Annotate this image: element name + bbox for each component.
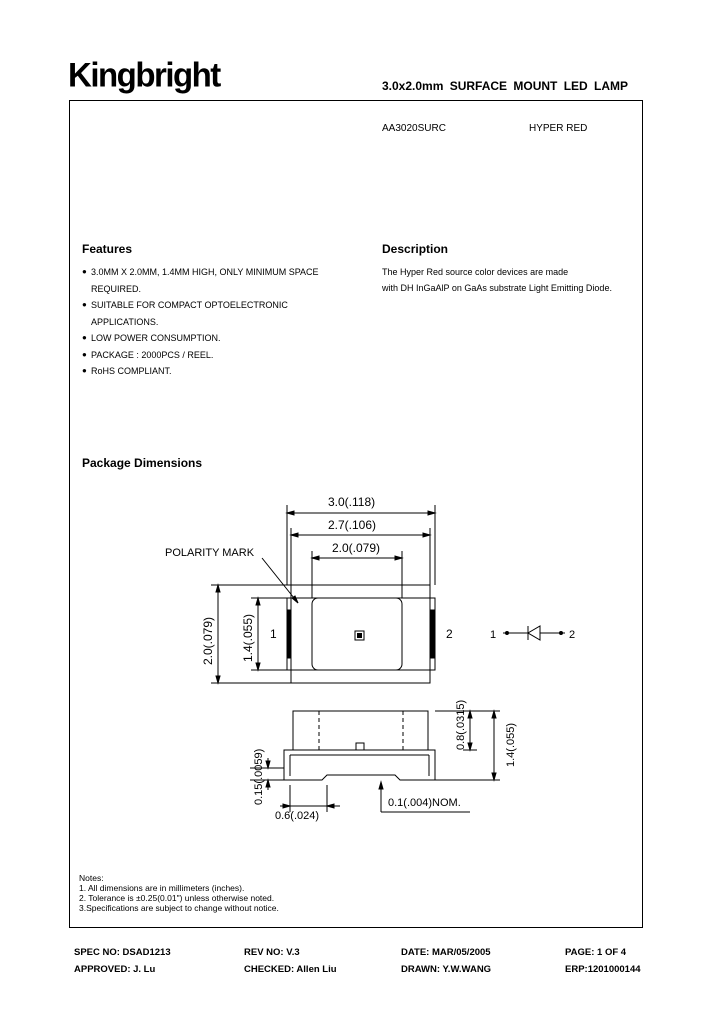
dim-label-side-lens: 0.8(.0315) bbox=[455, 700, 467, 750]
erp-number: ERP:1201000144 bbox=[565, 964, 641, 975]
dim-label-lens-height: 1.4(.055) bbox=[241, 614, 255, 662]
list-item: ●RoHS COMPLIANT. bbox=[82, 363, 352, 380]
spec-no: SPEC NO: DSAD1213 bbox=[74, 947, 171, 958]
document-title: 3.0x2.0mm SURFACE MOUNT LED LAMP bbox=[382, 79, 629, 93]
notes-block: Notes: 1. All dimensions are in millimet… bbox=[79, 873, 379, 913]
date: DATE: MAR/05/2005 bbox=[401, 947, 491, 958]
notes-title: Notes: bbox=[79, 873, 104, 883]
dim-label-side-nom: 0.1(.004)NOM. bbox=[388, 797, 461, 809]
led-base-side bbox=[283, 749, 436, 781]
pin-2-label: 2 bbox=[446, 627, 453, 641]
features-heading: Features bbox=[82, 242, 133, 256]
brand-logo: Kingbright bbox=[68, 55, 221, 94]
content-frame bbox=[69, 100, 643, 928]
bullet-icon: ● bbox=[82, 267, 87, 276]
description-line: The Hyper Red source color devices are m… bbox=[382, 267, 569, 277]
dim-label-height: 2.0(.079) bbox=[201, 617, 215, 665]
list-item: ●LOW POWER CONSUMPTION. bbox=[82, 330, 352, 347]
dim-label-side-total: 1.4(.055) bbox=[505, 723, 517, 767]
description-line: with DH InGaAlP on GaAs substrate Light … bbox=[382, 283, 612, 293]
note-item: 1. All dimensions are in millimeters (in… bbox=[79, 883, 245, 893]
bullet-icon: ● bbox=[82, 349, 87, 359]
note-item: 2. Tolerance is ±0.25(0.01") unless othe… bbox=[79, 893, 275, 903]
part-number: AA3020SURC bbox=[382, 123, 446, 134]
bullet-icon: ● bbox=[82, 300, 87, 309]
polarity-leader bbox=[261, 557, 299, 604]
symbol-pin-1-label: 1 bbox=[490, 629, 496, 641]
drawn-by: DRAWN: Y.W.WANG bbox=[401, 964, 492, 975]
dim-label-side-lead: 0.15(.0059) bbox=[253, 749, 265, 805]
led-body-side bbox=[292, 710, 429, 751]
dim-label-side-pad: 0.6(.024) bbox=[275, 810, 319, 822]
part-color: HYPER RED bbox=[529, 123, 588, 134]
list-item: ●PACKAGE : 2000PCS / REEL. bbox=[82, 347, 352, 364]
features-list: ●3.0MM X 2.0MM, 1.4MM HIGH, ONLY MINIMUM… bbox=[82, 264, 352, 380]
description-text: The Hyper Red source color devices are m… bbox=[382, 264, 642, 296]
led-chip bbox=[354, 630, 365, 641]
list-item: ●SUITABLE FOR COMPACT OPTOELECTRONIC APP… bbox=[82, 297, 352, 330]
dim-label-total-width: 3.0(.118) bbox=[328, 495, 375, 509]
bullet-icon: ● bbox=[82, 366, 87, 375]
approved-by: APPROVED: J. Lu bbox=[74, 964, 156, 975]
list-item: ●3.0MM X 2.0MM, 1.4MM HIGH, ONLY MINIMUM… bbox=[82, 264, 352, 297]
page-number: PAGE: 1 OF 4 bbox=[565, 947, 627, 958]
polarity-label: POLARITY MARK bbox=[165, 547, 255, 559]
checked-by: CHECKED: Allen Liu bbox=[244, 964, 337, 975]
description-heading: Description bbox=[382, 242, 449, 256]
note-item: 3.Specifications are subject to change w… bbox=[79, 903, 279, 913]
rev-no: REV NO: V.3 bbox=[244, 947, 300, 958]
symbol-pin-2-label: 2 bbox=[569, 629, 575, 641]
dim-label-inner-width: 2.7(.106) bbox=[328, 518, 376, 532]
package-heading: Package Dimensions bbox=[82, 456, 203, 470]
pin-1-label: 1 bbox=[270, 627, 277, 641]
bullet-icon: ● bbox=[82, 333, 87, 342]
dim-label-pad-spacing: 2.0(.079) bbox=[332, 541, 380, 555]
